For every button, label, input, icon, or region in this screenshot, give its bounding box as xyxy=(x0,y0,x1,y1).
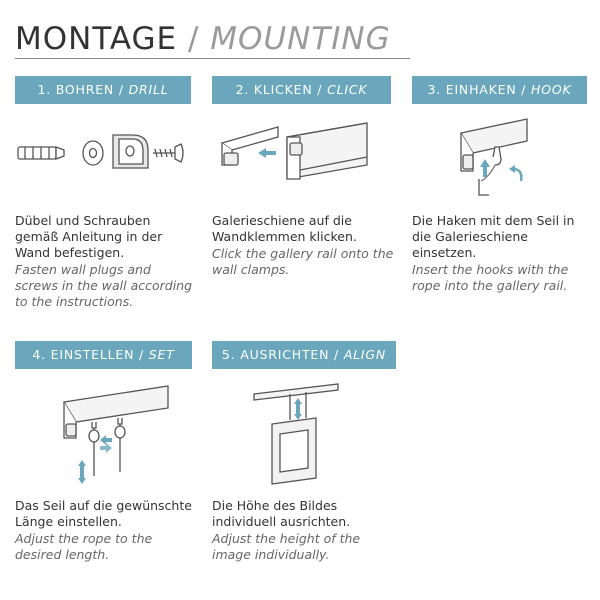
step-2-text-en: Click the gallery rail onto the wall cla… xyxy=(212,246,394,277)
title-underline xyxy=(15,58,410,59)
wall-plug-icon xyxy=(17,146,65,160)
step-3-text-en: Insert the hooks with the rope into the … xyxy=(412,262,569,293)
click-illustration xyxy=(220,122,368,180)
gallery-rail-icon xyxy=(286,122,368,180)
step-5-label-en: ALIGN xyxy=(343,347,387,362)
step-4-description: Das Seil auf die gewünschte Länge einste… xyxy=(15,498,195,563)
step-2-badge: 2. KLICKEN / CLICK xyxy=(212,76,391,104)
rope-icon xyxy=(289,392,307,420)
title-separator: / xyxy=(177,21,211,57)
rail-segment-icon xyxy=(220,126,279,166)
step-5-description: Die Höhe des Bildes individuell ausricht… xyxy=(212,498,397,563)
step-5-badge: 5. AUSRICHTEN / ALIGN xyxy=(212,341,396,369)
step-4-badge: 4. EINSTELLEN / SET xyxy=(15,341,192,369)
title-english: MOUNTING xyxy=(210,21,391,57)
step-1-label-de: 1. BOHREN / xyxy=(37,82,129,97)
step-1-text-de: Dübel und Schrauben gemäß Anleitung in d… xyxy=(15,213,163,260)
step-2-label-de: 2. KLICKEN / xyxy=(235,82,328,97)
step-3-text-de: Die Haken mit dem Seil in die Galeriesch… xyxy=(412,213,575,260)
step-1-label-en: DRILL xyxy=(128,82,169,97)
hook-illustration xyxy=(459,118,528,196)
arrow-left-icon xyxy=(258,148,276,158)
step-1-description: Dübel und Schrauben gemäß Anleitung in d… xyxy=(15,213,195,310)
title-german: MONTAGE xyxy=(15,21,178,57)
step-4-label-en: SET xyxy=(148,347,175,362)
align-illustration xyxy=(253,383,339,485)
page-title: MONTAGE / MOUNTING xyxy=(15,20,391,58)
step-1-text-en: Fasten wall plugs and screws in the wall… xyxy=(15,262,193,309)
picture-frame-icon xyxy=(271,417,317,485)
step-2-label-en: CLICK xyxy=(327,82,368,97)
step-4-text-de: Das Seil auf die gewünschte Länge einste… xyxy=(15,498,192,529)
wall-clamp-icon xyxy=(112,134,149,169)
step-5-text-en: Adjust the height of the image individua… xyxy=(212,531,361,562)
gallery-rail-icon xyxy=(459,118,528,172)
vertical-arrow-icon xyxy=(294,398,302,420)
step-3-label-en: HOOK xyxy=(531,82,572,97)
step-4-label-de: 4. EINSTELLEN / xyxy=(32,347,149,362)
step-3-description: Die Haken mit dem Seil in die Galeriesch… xyxy=(412,213,592,294)
step-5-text-de: Die Höhe des Bildes individuell ausricht… xyxy=(212,498,351,529)
step-5-label-de: 5. AUSRICHTEN / xyxy=(221,347,344,362)
washer-icon xyxy=(82,140,104,166)
step-3-badge: 3. EINHAKEN / HOOK xyxy=(412,76,587,104)
arrow-up-icon xyxy=(480,159,490,177)
step-2-text-de: Galerieschiene auf die Wandklemmen klick… xyxy=(212,213,357,244)
gallery-rail-icon xyxy=(62,385,169,439)
drill-illustration xyxy=(17,134,184,169)
double-arrow-icon xyxy=(100,435,112,453)
hook-icon xyxy=(478,146,502,196)
step-1-badge: 1. BOHREN / DRILL xyxy=(15,76,191,104)
hook-icon xyxy=(91,418,123,429)
screw-icon xyxy=(153,143,184,163)
step-4-text-en: Adjust the rope to the desired length. xyxy=(15,531,153,562)
vertical-arrow-icon xyxy=(78,460,86,484)
step-3-label-de: 3. EINHAKEN / xyxy=(427,82,532,97)
gallery-rail-icon xyxy=(253,383,339,401)
step-2-description: Galerieschiene auf die Wandklemmen klick… xyxy=(212,213,397,278)
set-illustration xyxy=(62,385,169,484)
